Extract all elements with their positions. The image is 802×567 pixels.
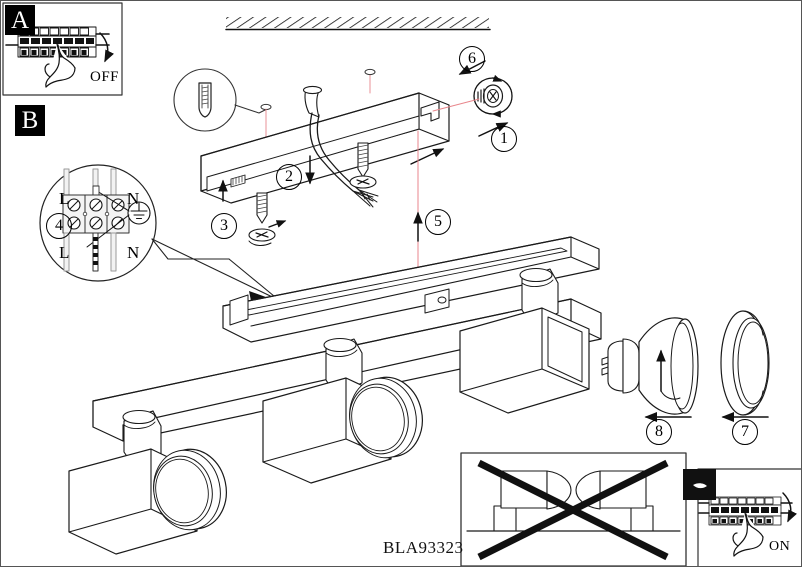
grub-screw	[473, 74, 513, 118]
warning-panel-illustration	[460, 452, 687, 566]
wiring-label-l-bottom: L	[59, 243, 70, 262]
spotlight-head-left	[68, 409, 227, 555]
callout-step-1: 1	[491, 126, 517, 152]
callout-step-2: 2	[276, 164, 302, 190]
ceiling-mount-base-plate	[200, 92, 450, 204]
wiring-label-n-bottom: N	[127, 243, 140, 262]
spotlight-head-middle	[262, 337, 423, 484]
supply-cable-sleeve	[302, 85, 323, 118]
callout-step-7: 7	[732, 419, 758, 445]
panel-label-a: A	[5, 5, 35, 35]
model-number: BLA93323	[383, 538, 464, 557]
callout-step-4: 4	[46, 213, 72, 239]
breaker-off-label: OFF	[90, 69, 120, 85]
callout-step-3: 3	[211, 213, 237, 239]
supply-cable	[309, 112, 379, 208]
spotlight-head-right	[459, 267, 590, 414]
mounting-screw-left	[248, 192, 287, 246]
earth-ground-icon	[127, 201, 151, 225]
callout-step-5: 5	[425, 209, 451, 235]
wall-plug-detail-circle	[173, 68, 272, 132]
callout-step-8: 8	[646, 419, 672, 445]
callout-step-6: 6	[459, 46, 485, 72]
panel-label-b: B	[15, 105, 45, 136]
bezel-ring	[720, 310, 770, 416]
ceiling-hatch-icon	[225, 17, 491, 31]
breaker-on-label: ON	[769, 539, 791, 554]
wiring-label-l-top: L	[59, 189, 70, 208]
gu10-lamp	[601, 317, 699, 415]
on-panel-illustration	[683, 468, 801, 566]
mounting-screw-right	[349, 142, 377, 189]
wiring-label-n-top: N	[127, 189, 140, 208]
